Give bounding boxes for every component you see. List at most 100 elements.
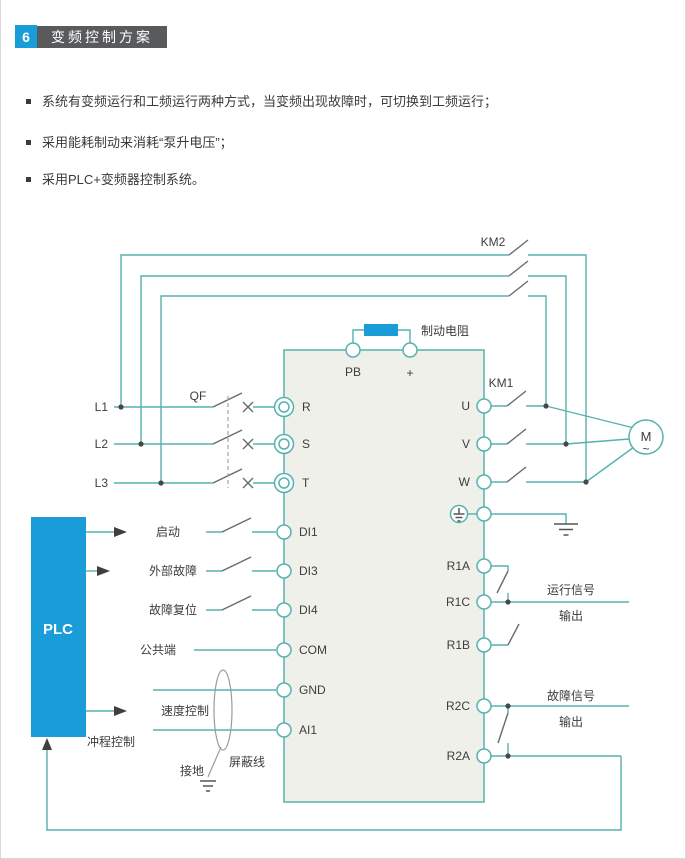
terminal-plus [402, 342, 418, 358]
terminal-gnd [276, 682, 292, 698]
breaker-cross-icon [242, 477, 254, 489]
terminal-r2c [476, 698, 492, 714]
bullet-marker [26, 177, 31, 182]
di3-label: DI3 [299, 564, 318, 578]
bullet-text: 系统有变频运行和工频运行两种方式，当变频出现故障时，可切换到工频运行； [42, 94, 498, 109]
bypass-circuit: KM2 [120, 235, 587, 483]
shield-ellipse [213, 669, 233, 751]
start-label: 启动 [156, 525, 180, 539]
earth-circle-icon [449, 504, 477, 524]
di1-label: DI1 [299, 525, 318, 539]
r1-contact [496, 570, 509, 594]
small-earth-icon [200, 780, 216, 792]
brake-resistor-label: 制动电阻 [421, 324, 469, 338]
supply-circuit: L1 L2 L3 QF [95, 389, 275, 490]
fault-signal-label-line1: 故障信号 [547, 688, 595, 703]
bullet-text: 采用PLC+变频器控制系统。 [42, 172, 205, 187]
terminal-r2a [476, 748, 492, 764]
feedback-arrow-icon [42, 738, 52, 750]
motor-symbol: M ~ [628, 419, 664, 456]
fault-signal-label-line2: 输出 [559, 714, 583, 729]
breaker-cross-icon [242, 438, 254, 450]
pb-label: PB [345, 365, 361, 379]
motor-label: M [641, 429, 652, 444]
bullet-item: 采用能耗制动来消耗“泵升电压”； [26, 135, 666, 151]
common-label: 公共端 [140, 643, 176, 657]
line-l2-label: L2 [95, 437, 109, 451]
gnd-label: GND [299, 683, 326, 697]
bullet-text: 采用能耗制动来消耗“泵升电压”； [42, 135, 233, 150]
km1-contact [506, 390, 527, 483]
terminal-di3 [276, 563, 292, 579]
r1c-label: R1C [446, 595, 470, 609]
ai1-label: AI1 [299, 723, 317, 737]
km2-label: KM2 [481, 235, 506, 249]
terminal-com [276, 642, 292, 658]
inverter-block: 制动电阻 PB + R S T DI1 DI3 DI4 COM GND [273, 324, 492, 803]
relay1-circuit: 运行信号 输出 [491, 565, 629, 646]
shield-label: 屏蔽线 [229, 755, 265, 769]
section-number-badge: 6 [15, 25, 37, 48]
junction-dots [118, 403, 589, 759]
terminal-r1c [476, 594, 492, 610]
wiring-diagram: KM2 L1 L2 L3 QF 制动电阻 PB [31, 235, 664, 831]
di4-label: DI4 [299, 603, 318, 617]
bullet-marker [26, 99, 31, 104]
run-signal-label-line2: 输出 [559, 608, 583, 623]
terminal-w [476, 474, 492, 490]
motor-ac-symbol: ~ [642, 442, 649, 456]
brake-resistor [364, 324, 398, 336]
speed-control-label: 速度控制 [161, 703, 209, 718]
r2-contact [497, 712, 509, 744]
plc-block [31, 517, 86, 737]
r2a-label: R2A [447, 749, 470, 763]
r1b-label: R1B [447, 638, 470, 652]
terminal-ai1 [276, 722, 292, 738]
flow-arrow-icon [114, 527, 127, 537]
terminal-r1a [476, 558, 492, 574]
com-label: COM [299, 643, 327, 657]
earth-symbol [491, 513, 578, 536]
u-label: U [461, 399, 470, 413]
t-label: T [302, 476, 310, 490]
line-l3-label: L3 [95, 476, 109, 490]
terminal-pb [345, 342, 361, 358]
terminal-r1b [476, 637, 492, 653]
shield-ground-tail [207, 746, 222, 778]
r1b-contact [507, 623, 520, 646]
ground-label: 接地 [180, 763, 204, 778]
terminal-u [476, 398, 492, 414]
bullet-item: 采用PLC+变频器控制系统。 [26, 172, 666, 188]
start-switch [221, 517, 252, 533]
r1a-label: R1A [447, 559, 470, 573]
run-signal-label-line1: 运行信号 [547, 583, 595, 597]
km2-contact [508, 239, 529, 297]
fault-reset-switch [221, 595, 252, 611]
relay2-circuit: 故障信号 输出 [491, 688, 629, 757]
terminal-v [476, 436, 492, 452]
terminal-pe [476, 506, 492, 522]
terminal-di4 [276, 602, 292, 618]
external-fault-label: 外部故障 [149, 563, 197, 578]
km1-label: KM1 [489, 376, 514, 390]
plc-section: PLC 启动 外部故障 故障复位 公共端 速度控制 [31, 517, 276, 792]
bullet-item: 系统有变频运行和工频运行两种方式，当变频出现故障时，可切换到工频运行； [26, 94, 666, 110]
s-label: S [302, 437, 310, 451]
v-label: V [462, 437, 470, 451]
r-label: R [302, 400, 311, 414]
fault-reset-label: 故障复位 [149, 602, 197, 617]
qf-label: QF [190, 389, 207, 403]
stroke-control-label: 冲程控制 [87, 734, 135, 749]
w-label: W [459, 475, 471, 489]
flow-arrow-icon [97, 566, 110, 576]
line-l1-label: L1 [95, 400, 109, 414]
plus-label: + [406, 366, 413, 380]
external-fault-switch [221, 556, 252, 572]
feedback-wire [46, 750, 622, 831]
plc-label: PLC [43, 621, 73, 638]
terminal-di1 [276, 524, 292, 540]
breaker-cross-icon [242, 401, 254, 413]
bullet-marker [26, 140, 31, 145]
flow-arrow-icon [114, 706, 127, 716]
